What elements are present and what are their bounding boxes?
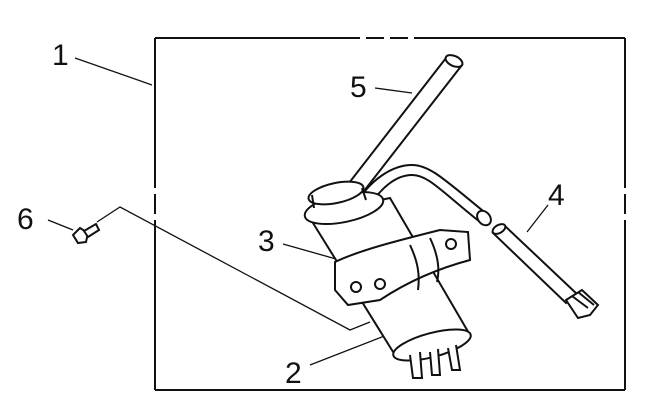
callout-3: 3: [258, 225, 275, 258]
assembly-box: [154, 37, 626, 391]
canister-bottom-fittings: [409, 344, 462, 379]
part-6-bolt: [71, 222, 101, 245]
leader-1: [74, 57, 153, 86]
callout-5: 5: [350, 71, 367, 104]
bracket-hole-left: [350, 281, 362, 293]
leader-4: [526, 204, 549, 233]
leader-6-bolt: [96, 206, 371, 331]
leader-5: [374, 87, 413, 94]
part-4-hose: [491, 223, 600, 320]
callout-labels: 1 2 3 4 5 6: [17, 39, 565, 390]
part-3-bracket: [334, 228, 472, 307]
bracket-hole-top: [445, 238, 457, 250]
leader-6: [47, 219, 74, 231]
canister-cap: [307, 180, 365, 206]
callout-4: 4: [548, 179, 565, 212]
callout-2: 2: [285, 357, 302, 390]
callout-1: 1: [52, 39, 69, 72]
bracket-hole-right: [374, 278, 386, 290]
leader-2: [309, 334, 388, 366]
leader-lines: [47, 57, 549, 366]
callout-6: 6: [17, 203, 34, 236]
